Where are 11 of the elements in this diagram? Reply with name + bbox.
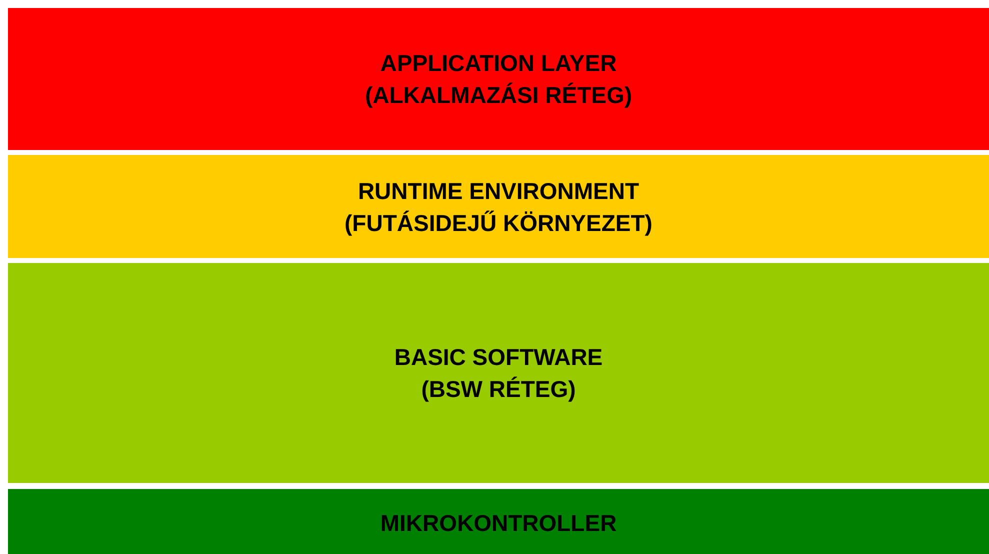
layer-band <box>8 8 989 150</box>
layer-title: APPLICATION LAYER <box>380 49 617 78</box>
layer-title: RUNTIME ENVIRONMENT <box>358 176 640 206</box>
layer-band <box>8 489 989 554</box>
layer-title: MIKROKONTROLLER <box>380 509 617 538</box>
layer-band <box>8 263 989 483</box>
layer-band <box>8 155 989 258</box>
layer-title: (BSW RÉTEG) <box>421 375 576 404</box>
layer-title: (FUTÁSIDEJŰ KÖRNYEZET) <box>344 208 652 238</box>
layer-title: (ALKALMAZÁSI RÉTEG) <box>364 81 632 110</box>
layer-title: BASIC SOFTWARE <box>394 343 603 372</box>
